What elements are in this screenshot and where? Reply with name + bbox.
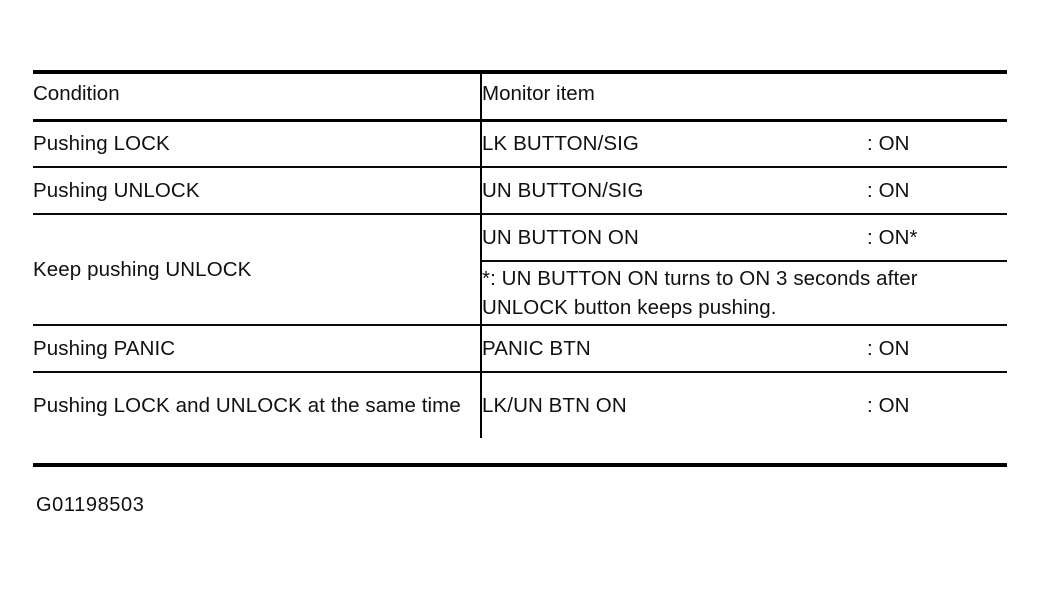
monitor-item-value: : ON xyxy=(867,132,910,156)
monitor-item-line: LK/UN BTN ON : ON xyxy=(482,392,1007,419)
cell-monitor-item: PANIC BTN : ON xyxy=(481,324,1007,372)
monitor-item-table: Condition Monitor item Pushing LOCK LK B… xyxy=(33,70,1007,438)
figure-id: G01198503 xyxy=(36,494,145,516)
monitor-item-value: : ON* xyxy=(867,226,918,249)
table-header-row: Condition Monitor item xyxy=(33,70,1007,122)
cell-condition: Keep pushing UNLOCK xyxy=(33,213,482,325)
cell-monitor-note: *: UN BUTTON ON turns to ON 3 seconds af… xyxy=(481,260,1007,325)
column-header-condition: Condition xyxy=(33,70,482,122)
monitor-item-label: LK BUTTON/SIG xyxy=(482,132,639,156)
monitor-item-value: : ON xyxy=(867,394,910,417)
table-row: Pushing LOCK LK BUTTON/SIG : ON xyxy=(33,120,1007,167)
cell-condition: Pushing PANIC xyxy=(33,324,482,372)
cell-monitor-item: LK/UN BTN ON : ON xyxy=(481,371,1007,438)
cell-condition: Pushing LOCK xyxy=(33,120,482,167)
table-row: Keep pushing UNLOCK UN BUTTON ON : ON* xyxy=(33,213,1007,325)
footnote-text: *: UN BUTTON ON turns to ON 3 seconds af… xyxy=(482,267,918,319)
monitor-item-line: UN BUTTON/SIG : ON xyxy=(482,177,1007,204)
table-row: Pushing UNLOCK UN BUTTON/SIG : ON xyxy=(33,166,1007,214)
cell-monitor-item: LK BUTTON/SIG : ON xyxy=(481,120,1007,167)
specification-table-container: Condition Monitor item Pushing LOCK LK B… xyxy=(33,70,1007,438)
table-row: Pushing PANIC PANIC BTN : ON xyxy=(33,324,1007,372)
cell-condition: Pushing UNLOCK xyxy=(33,166,482,214)
monitor-item-value: : ON xyxy=(867,179,910,202)
monitor-item-value: : ON xyxy=(867,337,910,360)
table-bottom-rule xyxy=(33,463,1007,467)
monitor-item-label: UN BUTTON/SIG xyxy=(482,179,644,202)
monitor-item-label: PANIC BTN xyxy=(482,337,591,360)
cell-monitor-item: UN BUTTON ON : ON* xyxy=(481,213,1007,261)
monitor-item-line: UN BUTTON ON : ON* xyxy=(482,224,1007,251)
column-header-monitor-item: Monitor item xyxy=(481,70,1007,122)
table-row-note: *: UN BUTTON ON turns to ON 3 seconds af… xyxy=(33,260,1007,325)
cell-monitor-item: UN BUTTON/SIG : ON xyxy=(481,166,1007,214)
monitor-item-line: LK BUTTON/SIG : ON xyxy=(482,130,1007,157)
monitor-item-label: UN BUTTON ON xyxy=(482,226,639,249)
table-row: Pushing LOCK and UNLOCK at the same time… xyxy=(33,371,1007,438)
monitor-item-label: LK/UN BTN ON xyxy=(482,394,627,417)
monitor-item-line: PANIC BTN : ON xyxy=(482,335,1007,362)
cell-condition: Pushing LOCK and UNLOCK at the same time xyxy=(33,371,482,438)
